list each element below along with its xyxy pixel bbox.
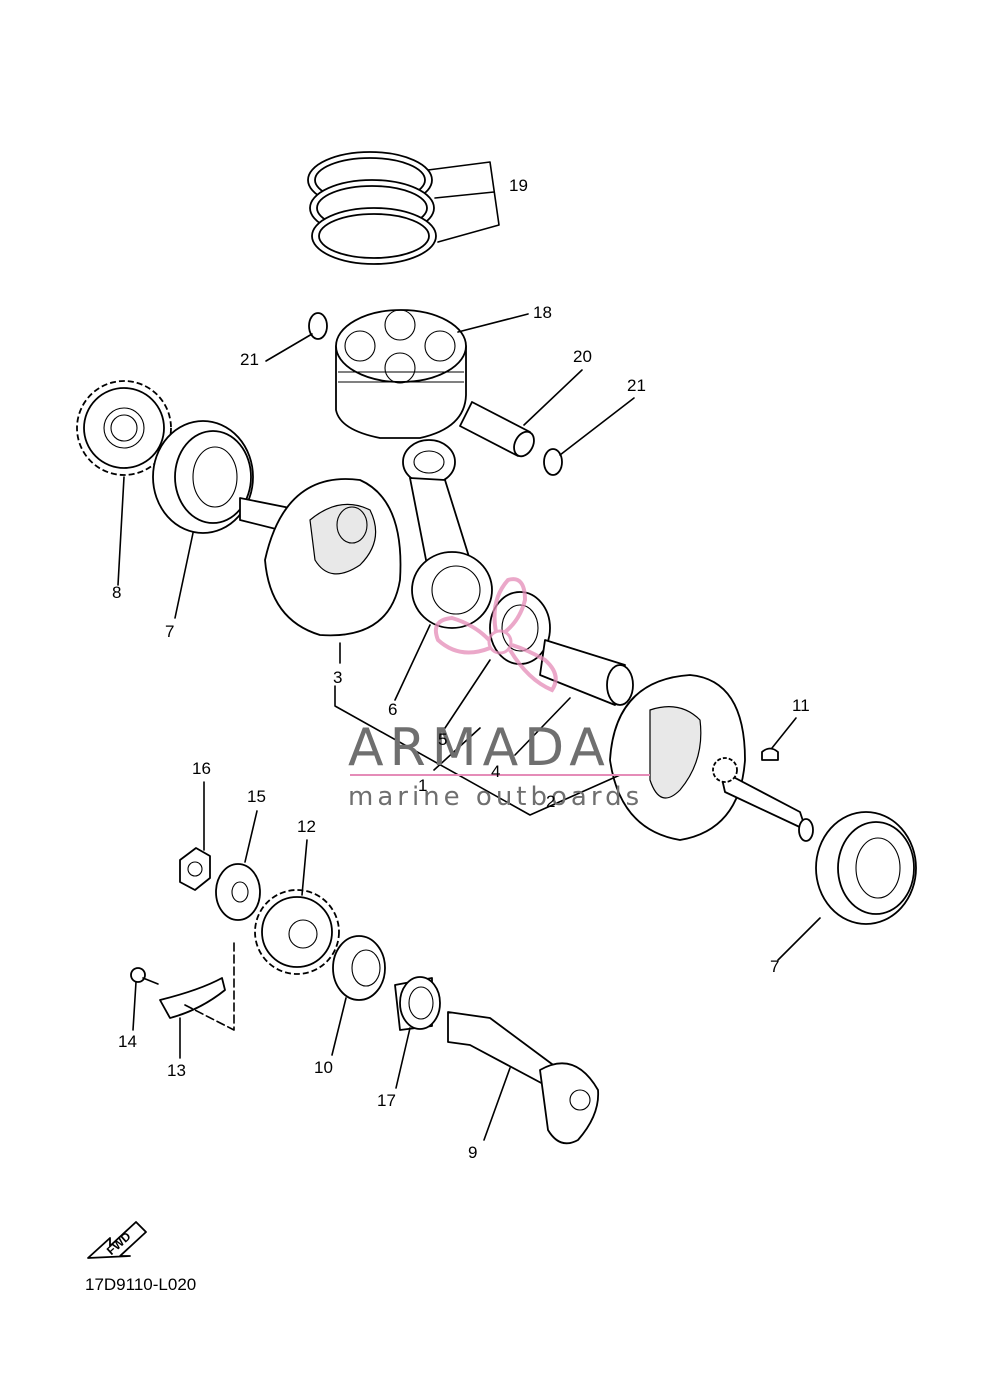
- balancer-bearing: [332, 935, 386, 1001]
- callout-6: 6: [388, 700, 397, 719]
- callout-15: 15: [247, 787, 266, 806]
- forward-arrow-icon: FWD: [87, 1221, 147, 1259]
- piston-pin: [459, 401, 535, 458]
- callout-7-left: 7: [165, 622, 174, 641]
- callout-3: 3: [333, 668, 342, 687]
- crank-bearing-right: [815, 811, 917, 925]
- weight-plate: [159, 977, 226, 1019]
- callout-2: 2: [546, 792, 555, 811]
- crank-pin: [539, 639, 634, 706]
- balancer-gear: [254, 889, 340, 975]
- callout-10: 10: [314, 1058, 333, 1077]
- bolt: [130, 967, 159, 985]
- callout-1: 1: [418, 776, 427, 795]
- woodruff-key: [761, 747, 779, 761]
- callout-20: 20: [573, 347, 592, 366]
- piston-rings: [307, 151, 437, 265]
- connecting-rod: [402, 439, 493, 629]
- watermark-title: ARMADA: [348, 718, 611, 778]
- balancer-shaft: [447, 1011, 600, 1145]
- lock-washer: [215, 863, 261, 921]
- nut: [179, 847, 211, 891]
- callout-8: 8: [112, 583, 121, 602]
- callout-4: 4: [491, 762, 500, 781]
- drive-gear: [76, 380, 172, 476]
- callout-9: 9: [468, 1143, 477, 1162]
- piston: [335, 309, 467, 439]
- watermark-subtitle: marine outboards: [348, 782, 643, 812]
- callout-21-right: 21: [627, 376, 646, 395]
- crank-bearing-left: [152, 420, 254, 534]
- crank-web-left: [239, 478, 402, 637]
- callout-11: 11: [792, 696, 810, 715]
- callout-17: 17: [377, 1091, 396, 1110]
- circlip-left: [308, 312, 328, 340]
- part-code: 17D9110-L020: [85, 1275, 196, 1294]
- crank-web-right: [609, 674, 814, 842]
- armada-logo-icon: [433, 577, 558, 693]
- callout-13: 13: [167, 1061, 186, 1080]
- callout-7-right: 7: [770, 957, 779, 976]
- callout-16: 16: [192, 759, 211, 778]
- callout-21-left: 21: [240, 350, 259, 369]
- circlip-right: [543, 448, 563, 476]
- callout-14: 14: [118, 1032, 137, 1051]
- callout-19: 19: [509, 176, 528, 195]
- balancer-needle-bearing: [394, 976, 441, 1031]
- callout-18: 18: [533, 303, 552, 322]
- callout-12: 12: [297, 817, 316, 836]
- callout-5: 5: [438, 730, 447, 749]
- leader-lines: [117, 161, 821, 1141]
